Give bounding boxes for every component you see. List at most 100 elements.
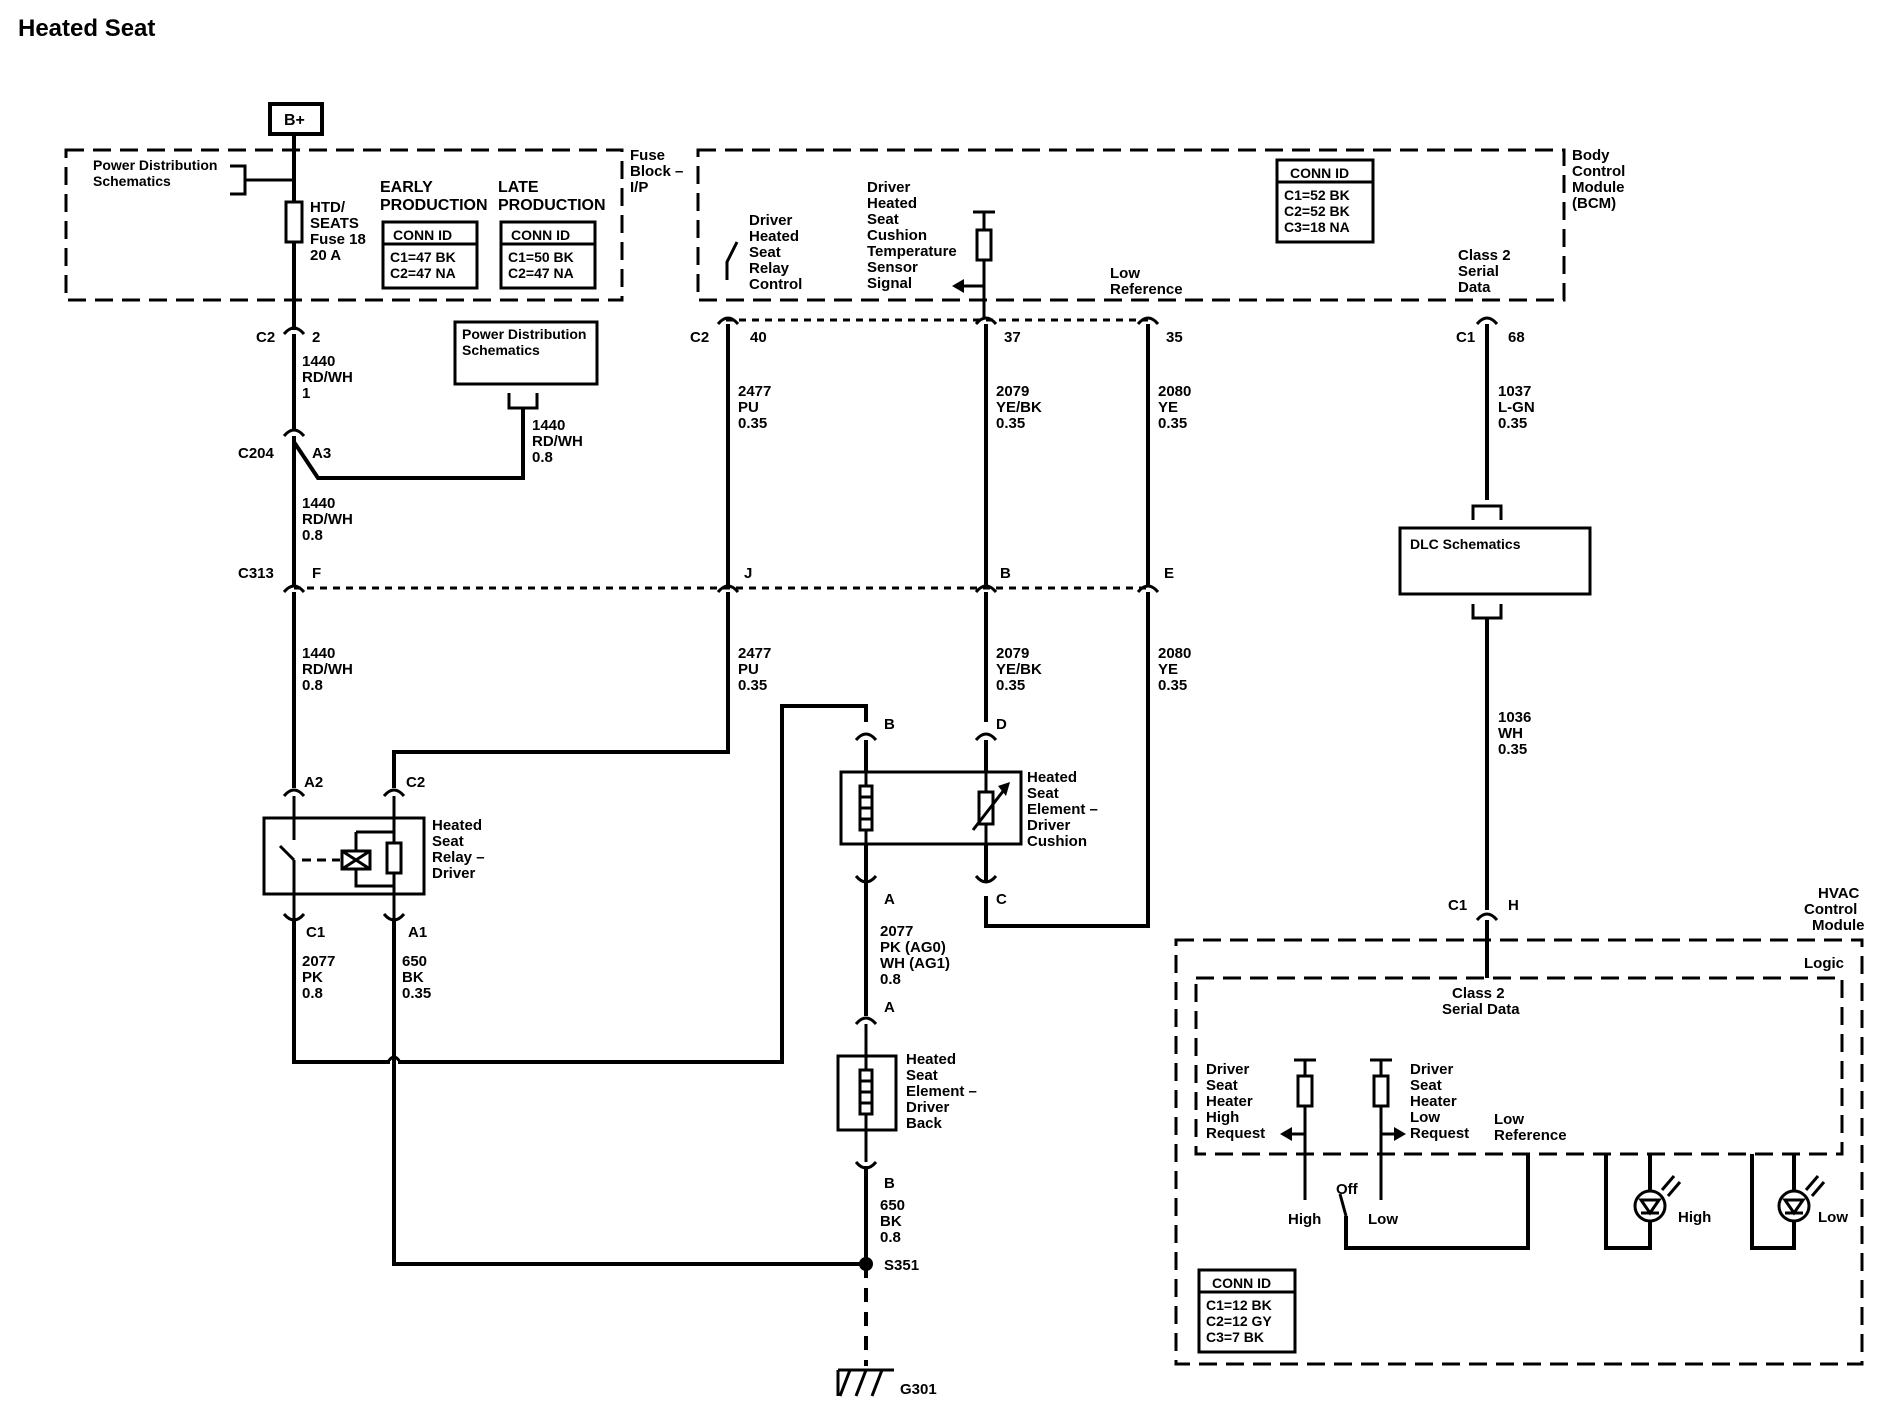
wire-650-seat-label: 650 BK 0.8 [880, 1197, 909, 1246]
switch-low-label: Low [1368, 1211, 1398, 1228]
back-label: Heated Seat Element – Driver Back [906, 1051, 981, 1132]
bcm-temp-sensor-label: Driver Heated Seat Cushion Temperature S… [867, 179, 961, 292]
wire-2477-b-label: 2477 PU 0.35 [738, 645, 776, 694]
wire-2477-a-label: 2477 PU 0.35 [738, 383, 776, 432]
wire-2080-bottom [984, 592, 1150, 928]
hvac-conn-id-lines: C1=12 BK C2=12 GY C3=7 BK [1206, 1297, 1276, 1345]
bcm-conn-id-title: CONN ID [1290, 165, 1349, 181]
high-request-resistor-icon [1296, 1074, 1314, 1108]
hvac-conn-id-title: CONN ID [1212, 1275, 1271, 1291]
hvac-conn-id-box [1197, 1268, 1297, 1354]
wire-2080-b-label: 2080 YE 0.35 [1158, 645, 1196, 694]
c2-bcm-label: C2 [690, 329, 709, 346]
pin-a3-label: A3 [312, 445, 331, 462]
back-b-label: B [884, 1175, 895, 1192]
hvac-high-request-label: Driver Seat Heater High Request [1206, 1061, 1265, 1142]
pin-f-label: F [312, 565, 321, 582]
pin-37-label: 37 [1004, 329, 1021, 346]
high-request-arrow-icon [1280, 1127, 1292, 1141]
hvac-logic-outline [1194, 976, 1844, 1156]
bcm-relay-control-label: Driver Heated Seat Relay Control [749, 212, 803, 293]
relay-c2-label: C2 [406, 774, 425, 791]
c204-label: C204 [238, 445, 275, 462]
cushion-a-label: A [884, 891, 895, 908]
early-conn-id-lines: C1=47 BK C2=47 NA [390, 249, 460, 281]
splice-s351-label: S351 [884, 1257, 919, 1274]
relay-diode-resistor-icon [385, 841, 403, 875]
wire-1440-d-label: 1440 RD/WH 0.8 [302, 645, 357, 694]
wire-2079-b-label: 2079 YE/BK 0.35 [996, 645, 1046, 694]
temp-sensor-pullup-resistor-icon [975, 228, 993, 262]
hvac-h-label: H [1508, 897, 1519, 914]
early-conn-id-title: CONN ID [393, 227, 452, 243]
relay-label: Heated Seat Relay – Driver [432, 817, 489, 882]
page-title: Heated Seat [18, 15, 155, 42]
wire-1037-label: 1037 L-GN 0.35 [1498, 383, 1539, 432]
selector-switch-icon [1338, 1193, 1348, 1217]
hvac-c1-connector [1475, 912, 1499, 922]
wire-2077-seat-label: 2077 PK (AG0) WH (AG1) 0.8 [880, 923, 954, 988]
fuse-block-label: Fuse Block – I/P [630, 147, 688, 196]
cushion-c-label: C [996, 891, 1007, 908]
ground-g301-icon [836, 1368, 894, 1397]
bcm-conn-id-lines: C1=52 BK C2=52 BK C3=18 NA [1284, 187, 1354, 235]
wire-1036-label: 1036 WH 0.35 [1498, 709, 1536, 758]
hvac-outline [1174, 938, 1864, 1366]
power-dist-bracket [230, 164, 294, 196]
c2-left-label: C2 [256, 329, 275, 346]
power-dist-schematics-label: Power Distribution Schematics [462, 326, 590, 358]
hvac-label: HVAC Control Module [1804, 885, 1865, 934]
late-conn-id-box [499, 220, 597, 290]
wire-2477-bottom [392, 592, 730, 788]
c2-left-pin-label: 2 [312, 329, 320, 346]
relay-control-switch-icon [725, 241, 739, 280]
relay-c1-label: C1 [306, 924, 325, 941]
low-request-arrow-icon [1394, 1127, 1406, 1141]
led-low-icon [1777, 1189, 1811, 1223]
selector-switch-common [1344, 1154, 1530, 1250]
wire-650-relay-label: 650 BK 0.35 [402, 953, 431, 1002]
hvac-c1-label: C1 [1448, 897, 1467, 914]
wire-2079-a-label: 2079 YE/BK 0.35 [996, 383, 1046, 432]
wire-1440-to-power-dist [292, 408, 525, 480]
hvac-logic-label: Logic [1804, 955, 1844, 972]
wire-2080-a-label: 2080 YE 0.35 [1158, 383, 1196, 432]
fuse-18-label: HTD/ SEATS Fuse 18 20 A [310, 199, 370, 264]
relay-a1-label: A1 [408, 924, 427, 941]
wire-1440-a-label: 1440 RD/WH 1 [302, 353, 357, 402]
led-high-icon [1633, 1189, 1667, 1223]
c204-connector [282, 428, 306, 438]
led-high-label: High [1678, 1209, 1711, 1226]
fuse-block-power-dist-label: Power Distribution Schematics [93, 157, 221, 189]
led-low-circuit [1750, 1154, 1796, 1250]
wire-2077-relay [292, 704, 868, 1064]
cushion-d-label: D [996, 716, 1007, 733]
early-production-heading: EARLY PRODUCTION [380, 179, 488, 214]
late-production-heading: LATE PRODUCTION [498, 179, 606, 214]
pin-35-label: 35 [1166, 329, 1183, 346]
pin-e-label: E [1164, 565, 1174, 582]
switch-high-label: High [1288, 1211, 1321, 1228]
hvac-low-reference-label: Low Reference [1494, 1111, 1567, 1144]
hvac-class2-label: Class 2 Serial Data [1442, 985, 1520, 1018]
temp-signal-arrow-icon [952, 279, 964, 293]
bcm-outline [696, 148, 1566, 302]
led-high-circuit [1604, 1154, 1652, 1250]
switch-off-label: Off [1336, 1181, 1359, 1198]
fuse-18-icon [284, 200, 304, 244]
late-conn-id-lines: C1=50 BK C2=47 NA [508, 249, 578, 281]
wire-1440-b-label: 1440 RD/WH 0.8 [532, 417, 587, 466]
fuse-block-outline [64, 148, 624, 302]
early-conn-id-box [381, 220, 479, 290]
bcm-label: Body Control Module (BCM) [1572, 147, 1630, 212]
cushion-b-label: B [884, 716, 895, 733]
pin-40-label: 40 [750, 329, 767, 346]
relay-a2-label: A2 [304, 774, 323, 791]
c313-label: C313 [238, 565, 274, 582]
bcm-conn-id-box [1275, 158, 1375, 244]
cushion-label: Heated Seat Element – Driver Cushion [1027, 769, 1102, 850]
relay-switch-icon [278, 796, 296, 918]
c1-bcm-label: C1 [1456, 329, 1475, 346]
wire-1440-c-label: 1440 RD/WH 0.8 [302, 495, 357, 544]
